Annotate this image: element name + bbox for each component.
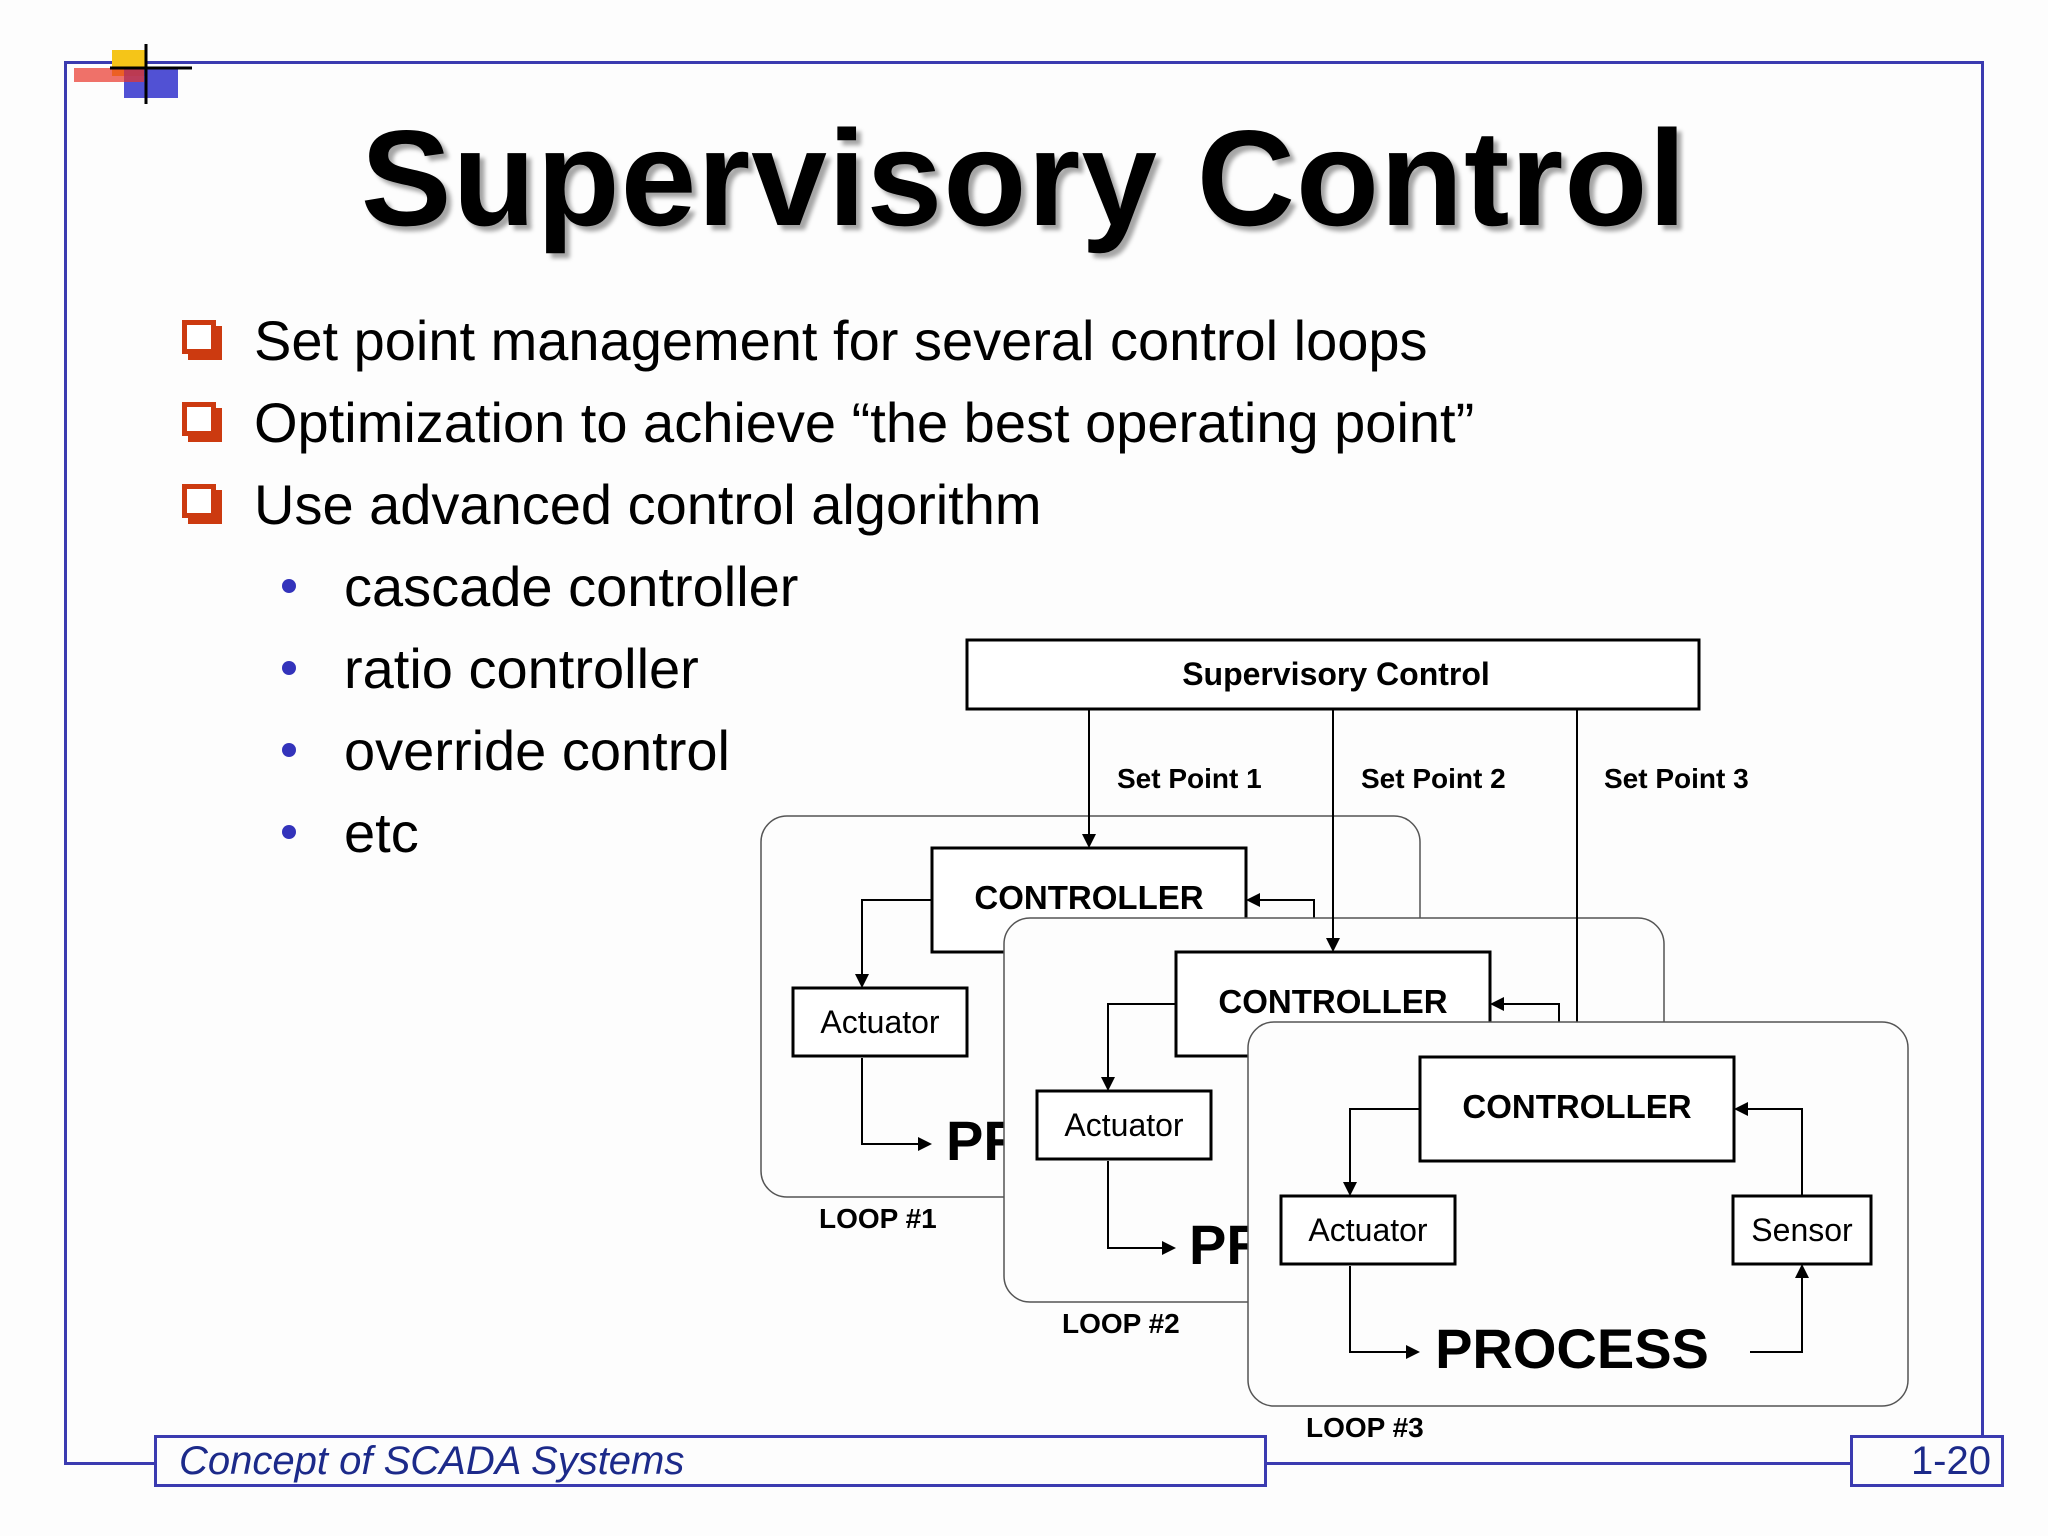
actuator-box — [1279, 1194, 1457, 1266]
sub-bullet-text: cascade controller — [344, 555, 799, 618]
actuator-label: Actuator — [1064, 1107, 1184, 1143]
bullet-list: Set point management for several control… — [178, 300, 1474, 874]
sub-bullet-item: cascade controller — [178, 546, 1474, 628]
connector-line — [1343, 1108, 1420, 1196]
sub-bullet-item: ratio controller — [178, 628, 1474, 710]
sub-bullet-text: override control — [344, 719, 730, 782]
loop-label: LOOP #2 — [1062, 1308, 1180, 1339]
bullet-item: Set point management for several control… — [178, 300, 1474, 382]
process-label: PROCESS — [1435, 1317, 1709, 1380]
checkbox-bullet-icon — [182, 402, 216, 436]
connector-line — [1734, 1102, 1803, 1196]
connector-line — [855, 899, 932, 988]
checkbox-bullet-icon — [182, 320, 216, 354]
connector-line — [1349, 1266, 1420, 1359]
set-point-label: Set Point 1 — [1117, 763, 1262, 794]
actuator-box — [1035, 1089, 1213, 1161]
dot-bullet-icon — [282, 579, 296, 593]
set-point-label: Set Point 2 — [1361, 763, 1506, 794]
controller-label: CONTROLLER — [1462, 1088, 1691, 1125]
sub-bullet-text: ratio controller — [344, 637, 699, 700]
footer-page-number: 1-20 — [1850, 1435, 2004, 1487]
supervisory-control-box — [965, 638, 1701, 711]
dot-bullet-icon — [282, 743, 296, 757]
connector-line — [1107, 1161, 1176, 1255]
loop-label: LOOP #1 — [819, 1203, 937, 1234]
bullet-text: Set point management for several control… — [254, 309, 1428, 372]
footer-course-title: Concept of SCADA Systems — [154, 1435, 1267, 1487]
bullet-text: Use advanced control algorithm — [254, 473, 1042, 536]
actuator-box — [791, 986, 969, 1058]
bullet-item: Use advanced control algorithm — [178, 464, 1474, 546]
controller-box — [1418, 1055, 1736, 1163]
supervisory-control-label: Supervisory Control — [1182, 656, 1490, 692]
actuator-label: Actuator — [1308, 1212, 1428, 1248]
sub-bullet-item: etc — [178, 792, 1474, 874]
bullet-text: Optimization to achieve “the best operat… — [254, 391, 1475, 454]
sensor-box — [1731, 1194, 1873, 1266]
sub-bullet-item: override control — [178, 710, 1474, 792]
connector-line — [1246, 893, 1315, 918]
connector-line — [1750, 1264, 1809, 1353]
connector-line — [1101, 1003, 1176, 1091]
slide-title: Supervisory Control — [360, 102, 1688, 254]
controller-label: CONTROLLER — [1218, 983, 1447, 1020]
sensor-label: Sensor — [1751, 1212, 1853, 1248]
set-point-label: Set Point 3 — [1604, 763, 1749, 794]
loop-panel — [1247, 1021, 1909, 1407]
bullet-item: Optimization to achieve “the best operat… — [178, 382, 1474, 464]
checkbox-bullet-icon — [182, 484, 216, 518]
dot-bullet-icon — [282, 825, 296, 839]
loop-label: LOOP #3 — [1306, 1412, 1424, 1443]
sub-bullet-text: etc — [344, 801, 419, 864]
actuator-label: Actuator — [820, 1004, 940, 1040]
connector-line — [861, 1058, 932, 1151]
controller-label: CONTROLLER — [974, 879, 1203, 916]
slide-logo-icon — [74, 44, 192, 104]
connector-line — [1490, 997, 1560, 1022]
dot-bullet-icon — [282, 661, 296, 675]
